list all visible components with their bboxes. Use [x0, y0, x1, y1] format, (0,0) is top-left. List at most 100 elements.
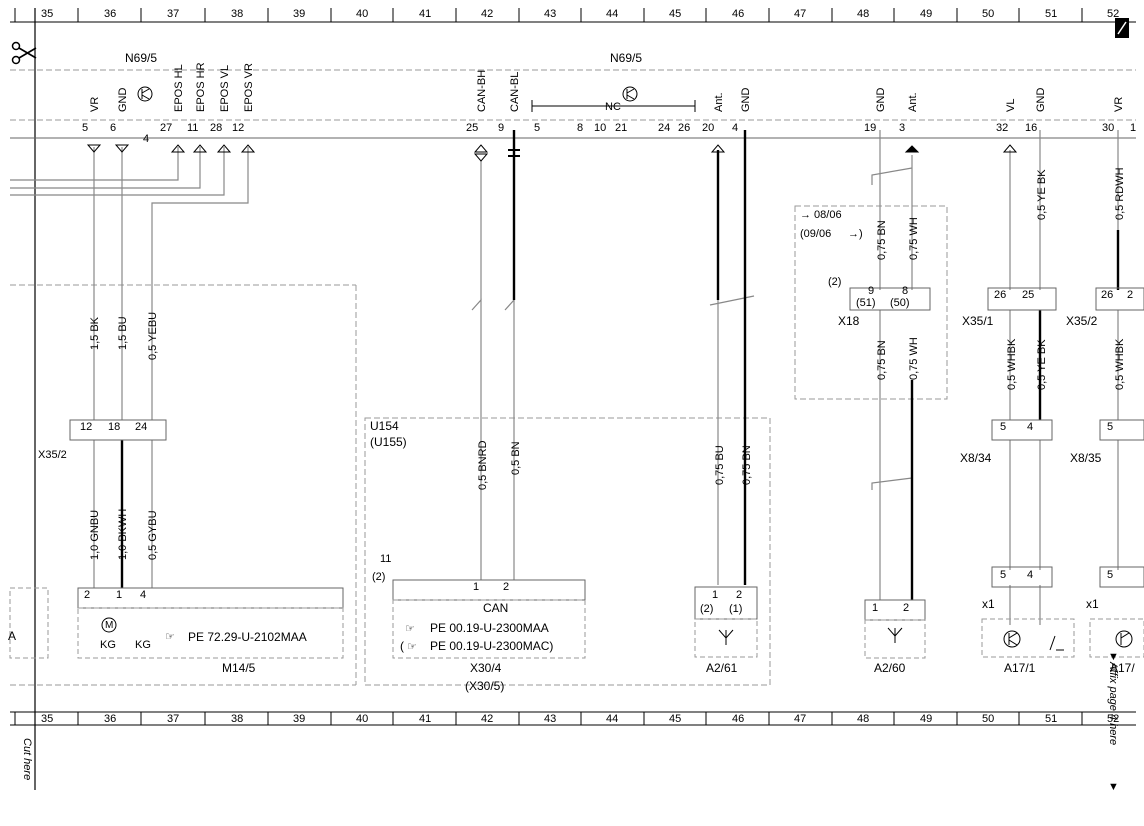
- left-edge-label: A: [8, 629, 16, 643]
- grid-number: 36: [104, 8, 116, 20]
- nc-pin-number: 10: [594, 122, 606, 134]
- arrow-down-icon: ▼: [1108, 651, 1119, 663]
- grid-number: 48: [857, 713, 869, 725]
- grid-number: 52: [1107, 713, 1119, 725]
- pin-label: 1: [712, 589, 718, 601]
- pin-label: 4: [140, 589, 146, 601]
- nc-pin-number: 24: [658, 122, 670, 134]
- component-name: M14/5: [222, 661, 256, 675]
- note-alt: (2): [372, 571, 385, 583]
- hand-pointer-icon: ☞: [405, 623, 415, 635]
- connector-name: x1: [1086, 597, 1099, 611]
- wire-label-bu15: 1,5 BU: [117, 316, 129, 350]
- pin-name-can_bh: CAN-BH: [476, 70, 488, 112]
- thick-wires: [120, 130, 1120, 600]
- grid-number: 40: [356, 713, 368, 725]
- connector-x35-1: 26 25 X35/1: [962, 287, 1057, 328]
- pin-name-gnd_far: GND: [1035, 88, 1047, 113]
- pin-number-epos_vr: 12: [232, 122, 244, 134]
- pin-number-gnd_right: 19: [864, 122, 876, 134]
- pin-name-ant_right: Ant.: [907, 92, 919, 112]
- nc-label: NC: [605, 101, 621, 113]
- connector-x1-b: 5 x1 A17/: [1086, 566, 1144, 675]
- wire-lines: [10, 130, 1119, 625]
- pin-name-gnd_right: GND: [875, 88, 887, 113]
- component-a2-61: 1 2 (2) (1) A2/61: [694, 586, 758, 675]
- component-name: A2/60: [874, 661, 906, 675]
- boundary-lines: [10, 69, 1136, 686]
- connector-x35-2-right: 26 2 X35/2: [1066, 287, 1144, 328]
- pin-number-can_bl: 9: [498, 122, 504, 134]
- wire-label-bn05: 0,5 BN: [510, 441, 522, 475]
- reference-text: PE 00.19-U-2300MAA: [430, 621, 549, 635]
- kg-label: KG: [135, 639, 151, 651]
- antenna-icon: [887, 627, 903, 643]
- pin-number-epos_hr: 11: [187, 122, 198, 134]
- pin-label: 2: [503, 581, 509, 593]
- wire-label-bu075: 0,75 BU: [714, 445, 726, 485]
- nc-transistor-icon: [622, 86, 638, 102]
- component-name: A17/: [1110, 661, 1135, 675]
- pin-alt-label: (2): [700, 603, 713, 615]
- pin-label: 25: [1022, 289, 1034, 301]
- pin-name-gnd_mid: GND: [740, 88, 752, 113]
- connector-name: x1: [982, 597, 995, 611]
- pin-label: 5: [1107, 569, 1113, 581]
- component-a17-1: A17/1: [981, 618, 1075, 675]
- pin-number-epos_vl: 28: [210, 122, 222, 134]
- wire-label-bn075_b: 0,75 BN: [876, 340, 888, 380]
- grid-number: 39: [293, 8, 305, 20]
- component-x30-4: 11 (2) 1 2 CAN ☞ PE 00.19-U-2300MAA ( ☞ …: [372, 553, 586, 693]
- scissors-icon: [11, 41, 37, 65]
- hand-pointer-icon: ☞: [407, 641, 417, 653]
- date-note-line2: (09/06: [800, 228, 831, 240]
- grid-number: 41: [419, 713, 431, 725]
- wire-label-yebk05_a: 0,5 YE BK: [1036, 169, 1048, 220]
- pin-name-gnd_left: GND: [117, 88, 129, 113]
- wire-label-wh075_b: 0,75 WH: [908, 337, 920, 380]
- component-name: X30/4: [470, 661, 502, 675]
- reference-text: PE 00.19-U-2300MAC): [430, 639, 553, 653]
- grid-number: 37: [167, 8, 179, 20]
- wire-label-whbk05_a: 0,5 WHBK: [1006, 338, 1018, 390]
- grid-number: 35: [41, 713, 53, 725]
- pin-number-next: 1: [1130, 122, 1136, 134]
- grid-number: 43: [544, 8, 556, 20]
- pin-number-vr_left: 5: [82, 122, 88, 134]
- kg-label: KG: [100, 639, 116, 651]
- arrow-down-icon: ▼: [1108, 781, 1119, 793]
- antenna-icon: [718, 629, 734, 645]
- module-n69-left: N69/5: [125, 51, 157, 65]
- pin-label: 4: [1027, 569, 1033, 581]
- pin-number-ant_left: 20: [702, 122, 714, 134]
- motor-label: M: [105, 620, 113, 631]
- pin-name-can_bl: CAN-BL: [509, 72, 521, 112]
- pin-label: 5: [1107, 421, 1113, 433]
- grid-number: 51: [1045, 8, 1057, 20]
- pin-name-epos_vl: EPOS VL: [219, 65, 231, 112]
- date-note-line1: → 08/06: [800, 209, 842, 221]
- pin-label: 4: [1027, 421, 1033, 433]
- pin-name-epos_vr: EPOS VR: [243, 63, 255, 112]
- reference-text: PE 72.29-U-2102MAA: [188, 630, 307, 644]
- can-label: CAN: [483, 601, 508, 615]
- pin-label: 2: [84, 589, 90, 601]
- grid-number: 50: [982, 713, 994, 725]
- pin-label: 2: [1127, 289, 1133, 301]
- wire-label-rdwh05: 0,5 RDWH: [1114, 167, 1126, 220]
- grid-number: 35: [41, 8, 53, 20]
- grid-number: 38: [231, 8, 243, 20]
- connector-name: X8/35: [1070, 451, 1102, 465]
- reference-prefix: (: [400, 639, 404, 653]
- grid-number: 48: [857, 8, 869, 20]
- grid-number: 41: [419, 8, 431, 20]
- component-name: A17/1: [1004, 661, 1036, 675]
- connector-x18: (2) 9 8 (51) (50) X18: [828, 276, 931, 328]
- cut-here-note: Cut here: [21, 738, 33, 780]
- transistor-icon: [1003, 630, 1021, 648]
- pin-number-vl: 32: [996, 122, 1008, 134]
- pin-label: 9: [868, 285, 874, 297]
